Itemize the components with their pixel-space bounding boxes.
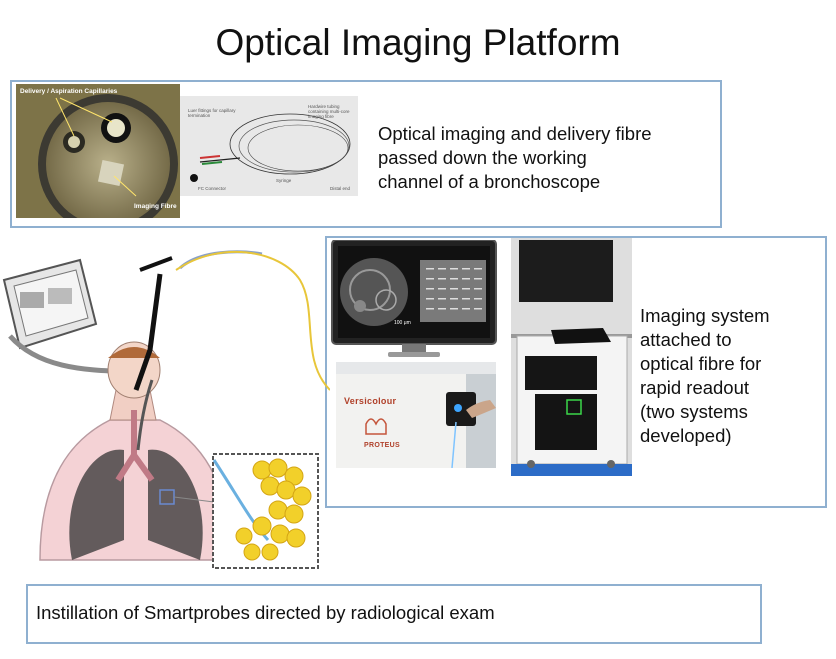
- slide-title: Optical Imaging Platform: [215, 22, 621, 63]
- monitor-scale-label: 100 μm: [394, 320, 411, 326]
- caption-line: attached to: [640, 329, 732, 350]
- label-hardwire: Hardwire tubing containing multi-core im…: [308, 104, 350, 119]
- label-fc: FC Connector: [198, 186, 227, 191]
- brand-proteus: PROTEUS: [364, 442, 400, 449]
- fibre-coil-photo: Luer fittings for capillary termination …: [180, 96, 358, 196]
- label-distal: Distal end: [330, 186, 351, 191]
- caption-line: (two systems: [640, 401, 748, 422]
- label-syringe: Syringe: [276, 178, 292, 183]
- instillation-panel: [26, 584, 762, 644]
- caption-line: Optical imaging and delivery fibre: [378, 123, 652, 144]
- caption-line: passed down the working: [378, 147, 587, 168]
- caption-line: Imaging system: [640, 305, 770, 326]
- caption-line: rapid readout: [640, 377, 750, 398]
- instillation-caption: Instillation of Smartprobes directed by …: [36, 602, 495, 623]
- caption-line: optical fibre for: [640, 353, 762, 374]
- fibre-caption: Optical imaging and delivery fibre passe…: [378, 122, 718, 194]
- bronchoscopy-illustration: [0, 240, 331, 580]
- label-luer: Luer fittings for capillary termination: [188, 108, 236, 118]
- cart-system-photo: [511, 238, 632, 476]
- caption-line: channel of a bronchoscope: [378, 171, 601, 192]
- monitor-illustration: 100 μm: [330, 239, 498, 360]
- imaging-system-caption: Imaging system attached to optical fibre…: [640, 304, 820, 448]
- brand-versicolour: Versicolour: [344, 396, 397, 406]
- label-capillaries: Delivery / Aspiration Capillaries: [20, 88, 118, 95]
- fibre-tip-photo: Delivery / Aspiration Capillaries Imagin…: [16, 84, 180, 218]
- caption-line: developed): [640, 425, 732, 446]
- label-imaging-fibre: Imaging Fibre: [134, 203, 177, 210]
- proteus-device-photo: Versicolour PROTEUS: [336, 362, 496, 468]
